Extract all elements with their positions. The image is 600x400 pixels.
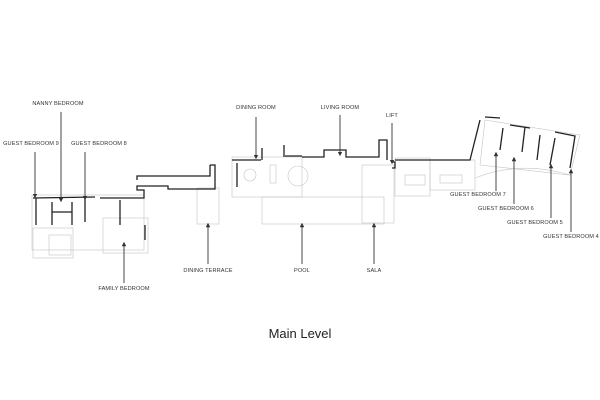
label-pool: POOL xyxy=(294,268,310,274)
label-dining-room: DINING ROOM xyxy=(236,105,276,111)
label-guest-bedroom-8: GUEST BEDROOM 8 xyxy=(71,141,127,147)
label-family-bedroom: FAMILY BEDROOM xyxy=(98,286,150,292)
label-guest-bedroom-9: GUEST BEDROOM 9 xyxy=(3,141,59,147)
label-guest-bedroom-4: GUEST BEDROOM 4 xyxy=(543,234,599,240)
label-guest-bedroom-5: GUEST BEDROOM 5 xyxy=(507,220,563,226)
label-sala: SALA xyxy=(366,268,382,274)
label-guest-bedroom-6: GUEST BEDROOM 6 xyxy=(478,206,534,212)
label-dining-terrace: DINING TERRACE xyxy=(183,268,233,274)
label-nanny-bedroom: NANNY BEDROOM xyxy=(32,101,84,107)
plan-walls xyxy=(32,116,576,240)
pointer-arrows xyxy=(32,112,574,283)
label-lift: LIFT xyxy=(386,113,398,119)
label-guest-bedroom-7: GUEST BEDROOM 7 xyxy=(450,192,506,198)
plan-title: Main Level xyxy=(268,326,332,341)
label-living-room: LIVING ROOM xyxy=(320,105,360,111)
